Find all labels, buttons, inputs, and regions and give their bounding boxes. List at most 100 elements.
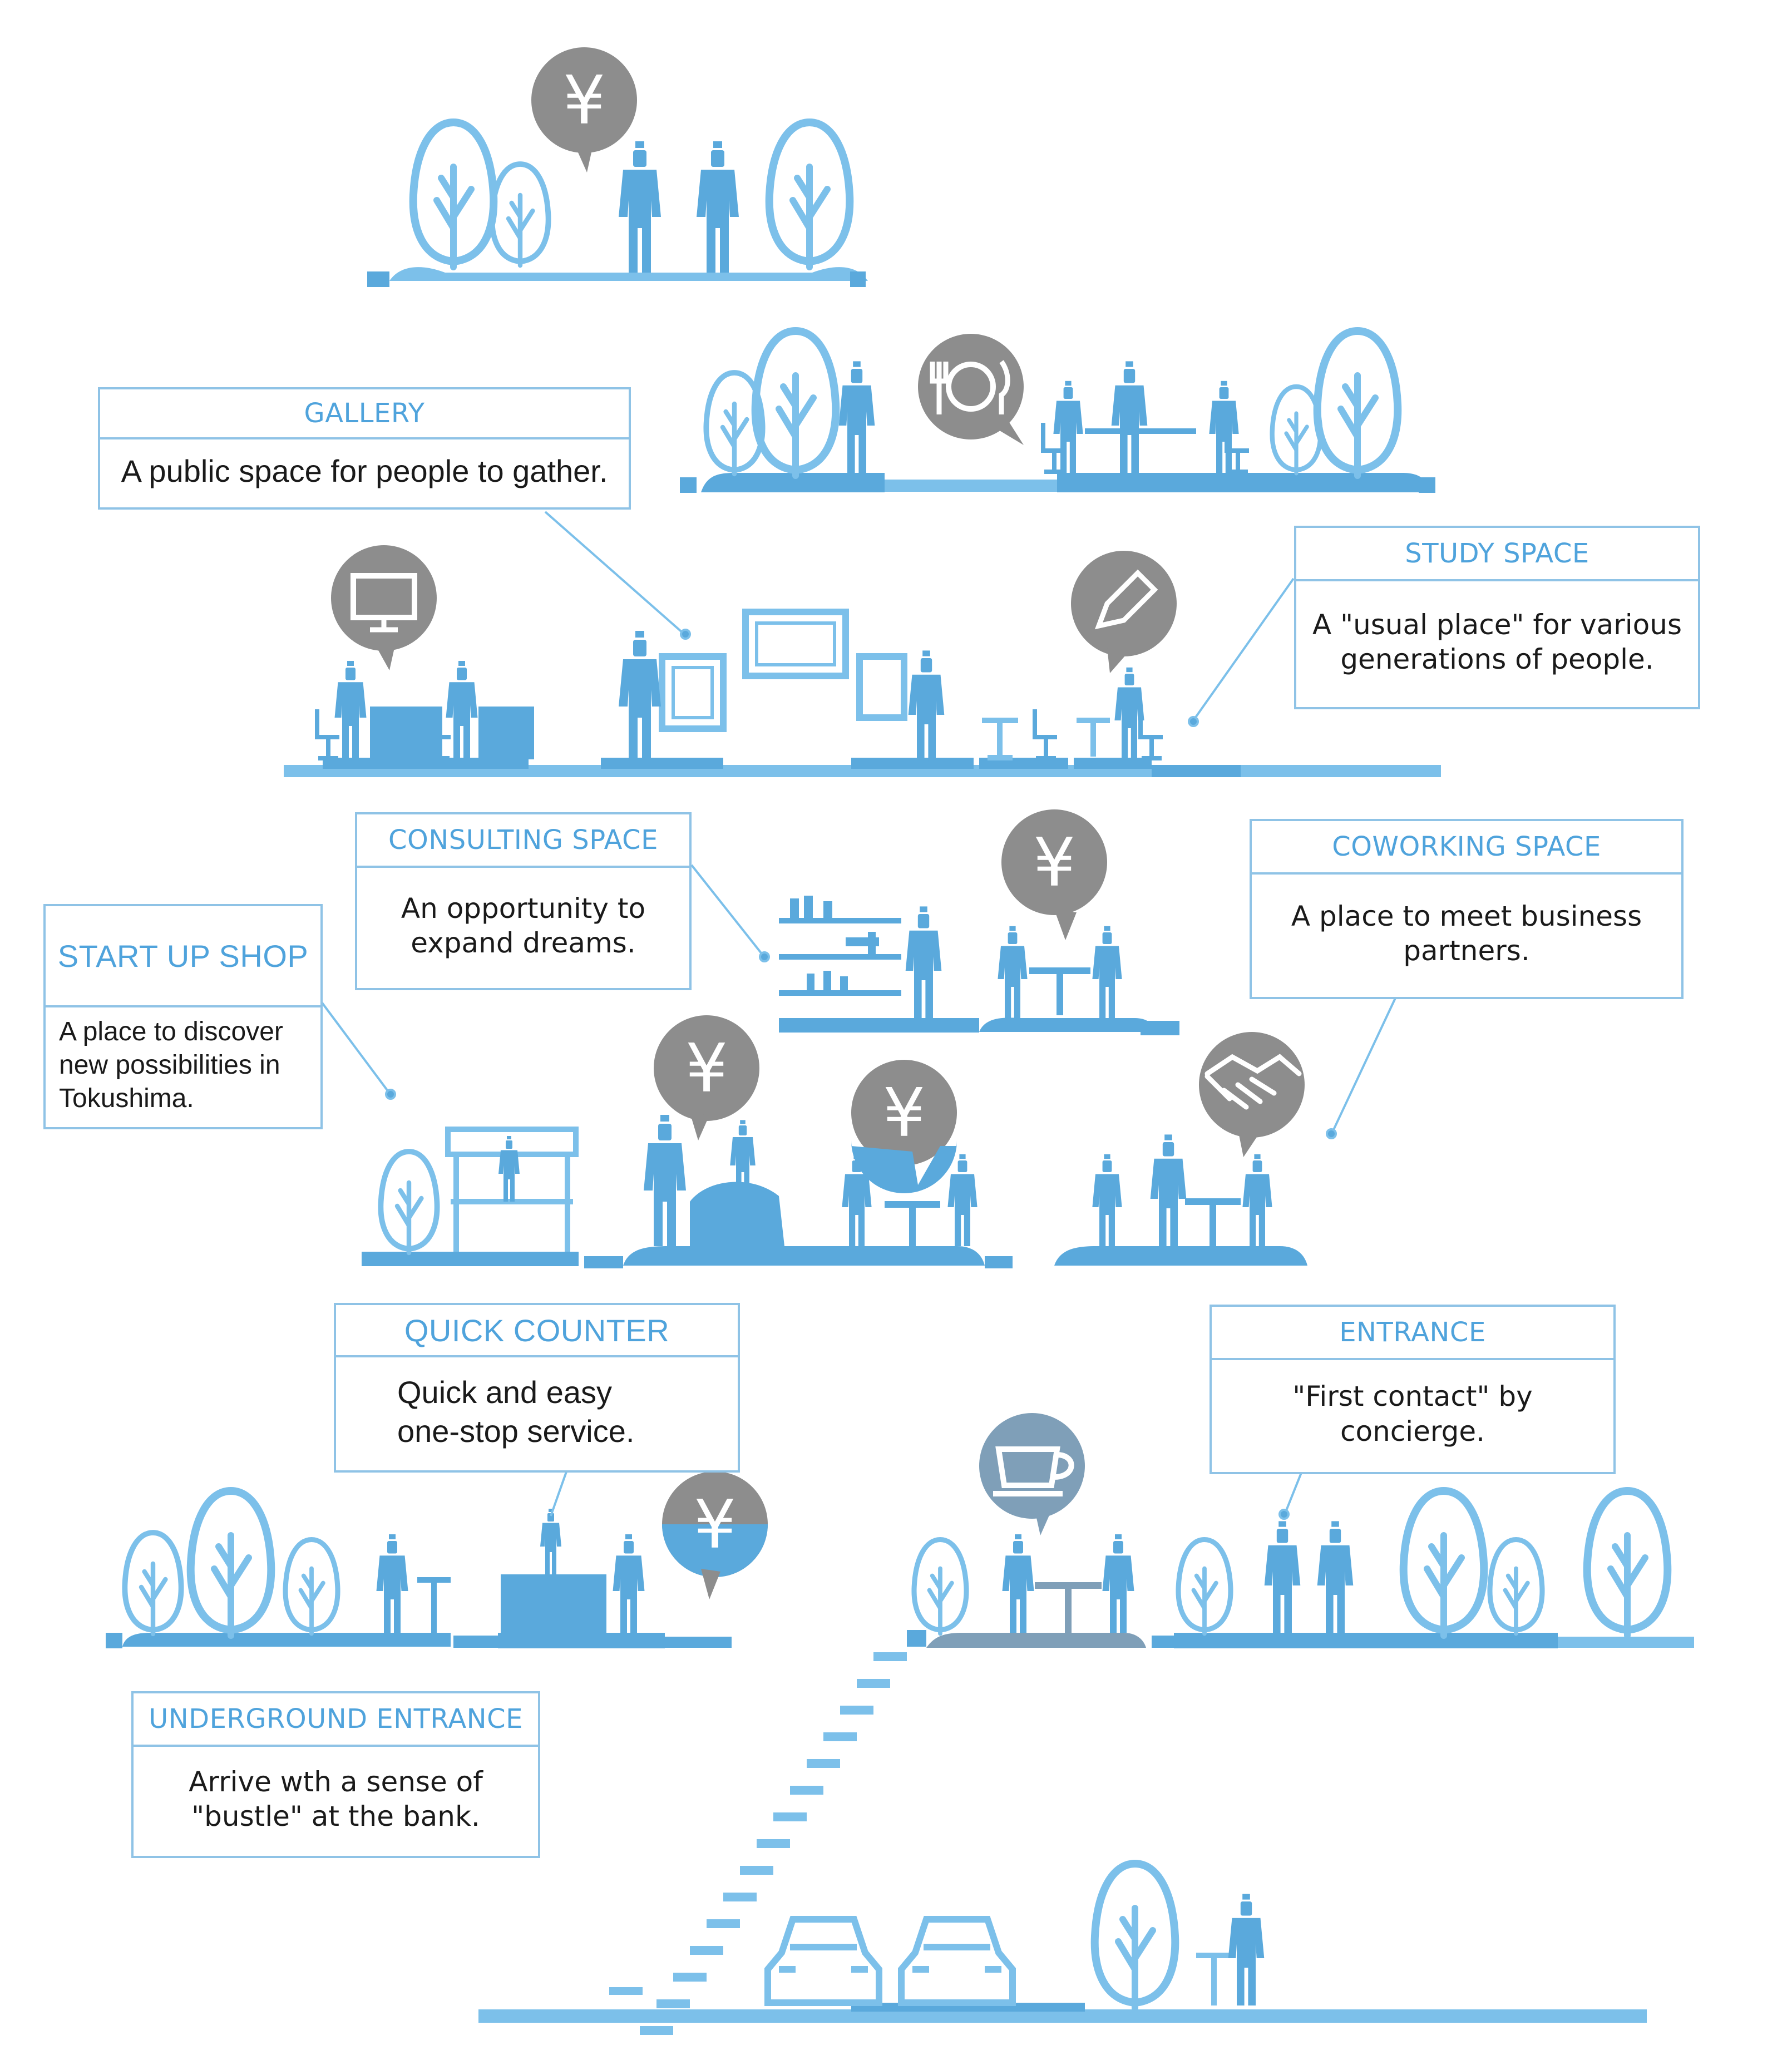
entrance-box: ENTRANCE "First contact" by concierge. bbox=[1210, 1305, 1616, 1474]
startup-shop-description: A place to discover new possibilities in… bbox=[59, 1016, 283, 1113]
yen-bubble: ¥ bbox=[662, 1471, 768, 1599]
coworking-space-description: A place to meet business partners. bbox=[1291, 900, 1642, 967]
pencil-icon bbox=[1094, 569, 1158, 630]
startup-shop-box: START UP SHOP A place to discover new po… bbox=[43, 904, 323, 1129]
monitor-bubble bbox=[331, 545, 437, 670]
person-icon bbox=[697, 141, 739, 273]
person-icon bbox=[619, 631, 661, 762]
study-space-description: A "usual place" for various generations … bbox=[1312, 608, 1682, 676]
person-icon bbox=[1092, 926, 1122, 1018]
underground-entrance-title: UNDERGROUND ENTRANCE bbox=[134, 1693, 538, 1747]
row-dining bbox=[680, 331, 1435, 493]
row-garden-meeting: ¥ bbox=[367, 47, 868, 287]
tree-icon bbox=[1404, 1491, 1484, 1636]
person-icon bbox=[446, 661, 478, 759]
person-icon bbox=[619, 141, 661, 273]
gallery-description: A public space for people to gather. bbox=[121, 453, 608, 488]
pencil-bubble bbox=[1071, 551, 1177, 673]
ground-end-marker bbox=[367, 271, 389, 287]
person-icon bbox=[947, 1154, 978, 1246]
yen-icon: ¥ bbox=[883, 1075, 925, 1152]
yen-icon: ¥ bbox=[1033, 824, 1075, 902]
consulting-space-description: An opportunity to expand dreams. bbox=[401, 892, 646, 960]
quick-counter-description: Quick and easy one-stop service. bbox=[397, 1374, 635, 1449]
person-icon bbox=[1102, 1534, 1134, 1633]
car-icon bbox=[768, 1919, 879, 2003]
yen-bubble: ¥ bbox=[1001, 809, 1107, 940]
car-icon bbox=[901, 1919, 1013, 2003]
underground-entrance-description: Arrive wth a sense of "bustle" at the ba… bbox=[189, 1765, 483, 1833]
chair-icon bbox=[1141, 709, 1163, 758]
tree-icon bbox=[769, 122, 850, 267]
tree-icon bbox=[1272, 387, 1321, 473]
quick-counter-box: QUICK COUNTER Quick and easy one-stop se… bbox=[334, 1303, 740, 1473]
coffee-bubble bbox=[979, 1413, 1085, 1535]
person-icon bbox=[1053, 381, 1083, 473]
row-consulting: ¥ bbox=[779, 809, 1179, 1035]
startup-shop-title: START UP SHOP bbox=[46, 906, 320, 1007]
tree-icon bbox=[285, 1540, 338, 1634]
gallery-title: GALLERY bbox=[100, 389, 629, 439]
coworking-space-box: COWORKING SPACE A place to meet business… bbox=[1250, 819, 1684, 999]
coworking-space-title: COWORKING SPACE bbox=[1252, 821, 1681, 875]
yen-bubble: ¥ bbox=[654, 1015, 759, 1140]
tree-icon bbox=[191, 1491, 271, 1636]
chair-icon bbox=[1035, 709, 1057, 758]
person-icon bbox=[1111, 361, 1148, 473]
tree-icon bbox=[1178, 1540, 1231, 1634]
handshake-icon bbox=[1204, 1054, 1302, 1110]
person-icon bbox=[334, 661, 367, 759]
tree-icon bbox=[381, 1152, 437, 1253]
consulting-space-title: CONSULTING SPACE bbox=[357, 814, 689, 868]
yen-bubble: ¥ bbox=[851, 1060, 957, 1193]
dining-icon bbox=[946, 362, 996, 412]
tree-icon bbox=[413, 122, 494, 267]
person-icon bbox=[1264, 1521, 1301, 1633]
person-icon bbox=[644, 1115, 686, 1246]
person-icon bbox=[1150, 1134, 1187, 1246]
person-icon bbox=[1228, 1894, 1265, 2005]
person-icon bbox=[376, 1534, 408, 1633]
tree-icon bbox=[1095, 1864, 1176, 2008]
person-icon bbox=[838, 361, 875, 473]
entrance-description: "First contact" by concierge. bbox=[1292, 1380, 1533, 1448]
person-icon bbox=[1317, 1521, 1354, 1633]
person-icon bbox=[613, 1534, 645, 1633]
yen-icon: ¥ bbox=[694, 1486, 736, 1564]
tree-icon bbox=[1490, 1540, 1542, 1634]
person-icon bbox=[540, 1509, 561, 1574]
coffee-cup-icon bbox=[993, 1446, 1074, 1496]
quick-counter-title: QUICK COUNTER bbox=[336, 1305, 738, 1357]
person-icon bbox=[498, 1136, 520, 1202]
dining-bubble bbox=[918, 334, 1024, 445]
tree-icon bbox=[492, 164, 548, 265]
ground-end-marker bbox=[850, 271, 866, 287]
stairs-icon bbox=[609, 1652, 907, 2035]
underground-entrance-box: UNDERGROUND ENTRANCE Arrive wth a sense … bbox=[131, 1691, 540, 1858]
study-space-title: STUDY SPACE bbox=[1296, 528, 1698, 581]
tree-icon bbox=[125, 1533, 181, 1634]
leader-lines bbox=[320, 511, 1398, 1520]
tree-icon bbox=[1317, 331, 1398, 476]
person-icon bbox=[998, 926, 1028, 1018]
yen-icon: ¥ bbox=[563, 62, 605, 140]
yen-bubble: ¥ bbox=[531, 47, 637, 172]
consulting-space-box: CONSULTING SPACE An opportunity to expan… bbox=[355, 812, 692, 990]
entrance-title: ENTRANCE bbox=[1212, 1307, 1613, 1360]
tree-icon bbox=[1587, 1491, 1668, 1636]
yen-icon: ¥ bbox=[685, 1030, 728, 1108]
gallery-box: GALLERY A public space for people to gat… bbox=[98, 387, 631, 510]
person-icon bbox=[1002, 1534, 1034, 1633]
person-icon bbox=[1242, 1154, 1272, 1246]
row-startup-coworking: ¥ ¥ bbox=[362, 1015, 1307, 1268]
study-space-box: STUDY SPACE A "usual place" for various … bbox=[1294, 526, 1700, 709]
person-icon bbox=[1092, 1154, 1122, 1246]
person-icon bbox=[908, 650, 945, 762]
person-icon bbox=[1209, 381, 1239, 473]
row-underground bbox=[478, 1864, 1647, 2023]
person-icon bbox=[905, 906, 942, 1018]
handshake-bubble bbox=[1199, 1032, 1305, 1157]
tree-icon bbox=[756, 331, 836, 476]
ground-strip bbox=[389, 267, 868, 281]
